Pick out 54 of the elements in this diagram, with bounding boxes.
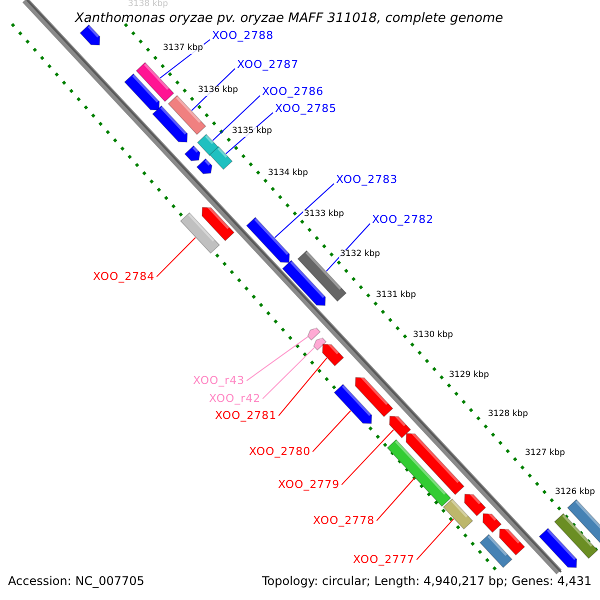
gene-label: XOO_2783 (336, 174, 398, 187)
leader-line (274, 183, 334, 238)
gene-block (334, 384, 372, 424)
gene-block (196, 134, 220, 156)
scale-label: 3127 kbp (524, 449, 566, 459)
leader-line (312, 410, 352, 452)
leader-line (278, 358, 328, 416)
footer-text: Accession: NC_007705 (8, 575, 144, 589)
gene-label: XOO_2785 (275, 103, 337, 116)
leader-line (262, 347, 315, 400)
gene-block (386, 439, 452, 507)
leader-line (376, 477, 416, 522)
scale-label: 3134 kbp (267, 169, 310, 179)
gene-block (136, 62, 174, 102)
gene-label: XOO_2784 (93, 271, 155, 284)
scale-label: 3137 kbp (162, 44, 204, 54)
gene-label: XOO_2786 (262, 86, 324, 99)
leader-line (246, 336, 308, 382)
gene-block (168, 94, 206, 136)
gene-label: XOO_2781 (215, 410, 277, 423)
scale-label: 3128 kbp (487, 410, 530, 420)
scale-label: 3136 kbp (197, 86, 240, 96)
leader-line (212, 95, 260, 142)
gene-block (389, 412, 412, 438)
leader-line (156, 237, 196, 278)
gene-block (442, 498, 474, 530)
gene-label: XOO_2787 (237, 59, 299, 72)
footer-text: Topology: circular; Length: 4,940,217 bp; Genes: 4,431 (262, 575, 592, 589)
gene-block (313, 336, 327, 351)
scale-label: 3126 kbp (554, 488, 596, 498)
leader-line (326, 223, 370, 272)
gene-label: XOO_r43 (193, 375, 245, 388)
gene-block (307, 326, 321, 341)
gene-label: XOO_r42 (209, 393, 261, 406)
gene-label: XOO_2782 (372, 214, 434, 227)
title: Xanthomonas oryzae pv. oryzae MAFF 311018, complete genome (75, 12, 504, 27)
gene-block (246, 216, 290, 263)
gene-block (322, 340, 344, 366)
scale-label: 3133 kbp (303, 210, 346, 220)
gene-label: XOO_2777 (353, 554, 415, 567)
leader-line (416, 518, 454, 560)
gene-label: XOO_2780 (249, 446, 311, 459)
scale-label: 3130 kbp (412, 331, 454, 341)
scale-label: 3135 kbp (231, 127, 274, 137)
gene-block (180, 212, 220, 254)
gene-label: XOO_2779 (278, 479, 340, 492)
gene-label: XOO_2778 (313, 515, 375, 528)
gene-block (209, 146, 233, 170)
scale-label: 3132 kbp (339, 250, 382, 260)
leader-line (341, 429, 394, 486)
scale-label: 3129 kbp (448, 371, 490, 381)
gene-block (538, 528, 578, 568)
scale-label: 3131 kbp (375, 291, 418, 301)
gene-label: XOO_2788 (212, 30, 274, 43)
